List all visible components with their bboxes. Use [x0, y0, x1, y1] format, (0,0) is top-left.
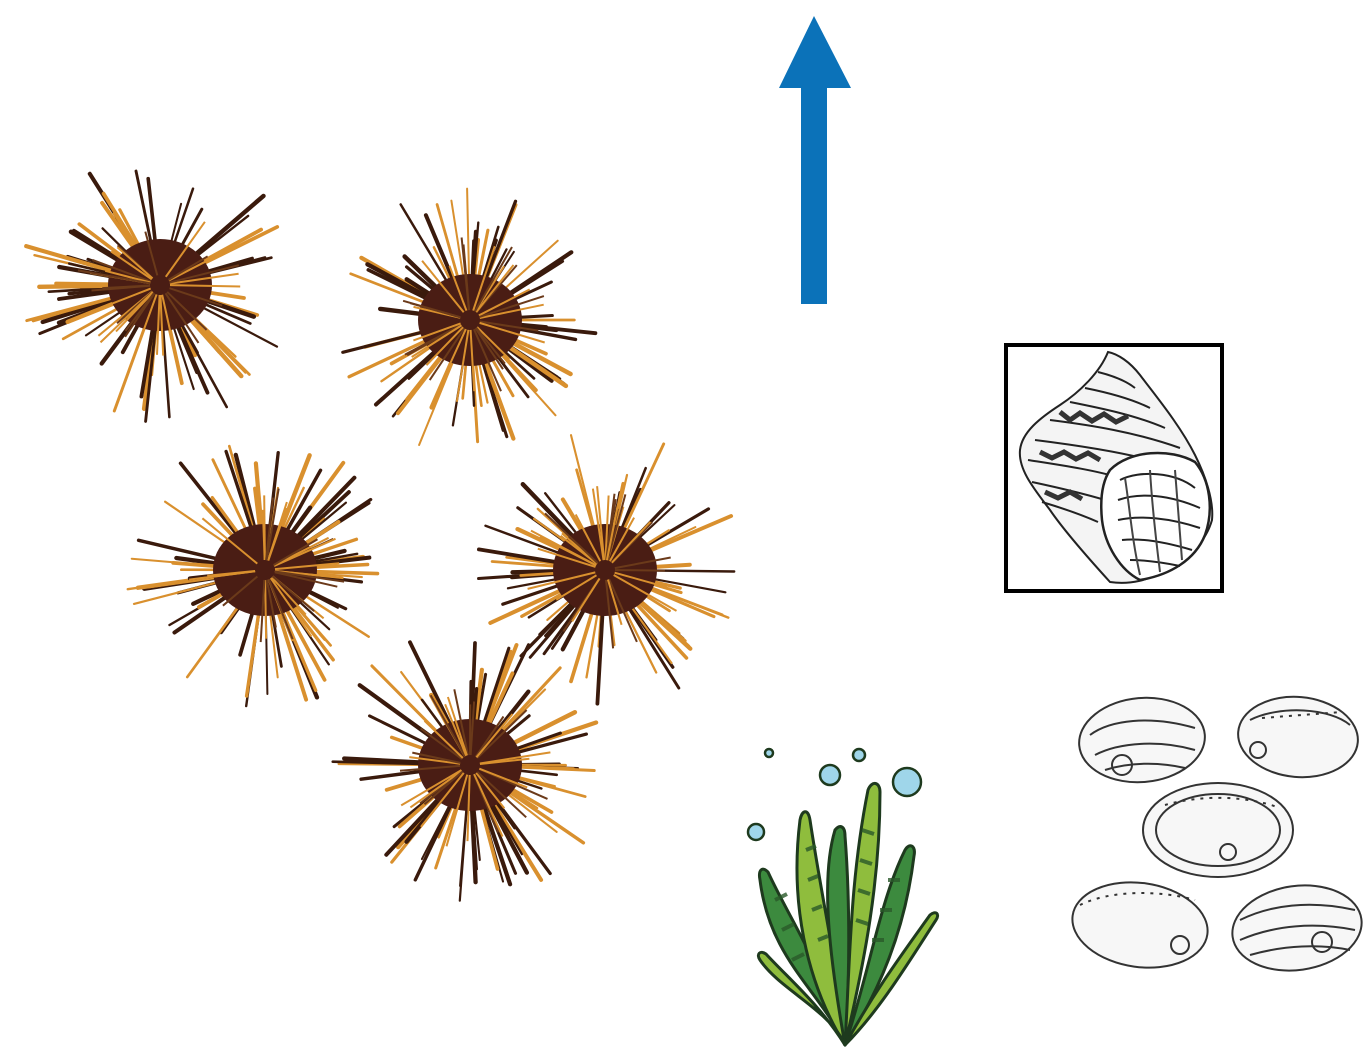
triton-shell-panel — [1006, 345, 1222, 591]
kelp-seaweed-icon — [748, 749, 938, 1045]
sea-urchin-icon — [343, 189, 596, 445]
arrow-shaft — [801, 82, 827, 304]
abalone-shell-icon — [1143, 783, 1293, 877]
abalone-shell-icon — [1235, 692, 1362, 782]
sea-urchin-group — [26, 171, 734, 901]
bubble-icons — [748, 749, 921, 840]
abalone-shell-icon — [1227, 877, 1364, 978]
sea-urchin-icon — [479, 435, 735, 704]
abalone-shell-icon — [1076, 693, 1209, 788]
sea-urchin-icon — [333, 642, 596, 900]
sea-urchin-icon — [128, 446, 378, 706]
abalone-shell-icon — [1067, 874, 1213, 976]
up-arrow — [779, 16, 851, 304]
abalone-shell-group — [1067, 692, 1364, 979]
arrow-head — [779, 16, 851, 88]
sea-urchin-icon — [26, 171, 277, 421]
